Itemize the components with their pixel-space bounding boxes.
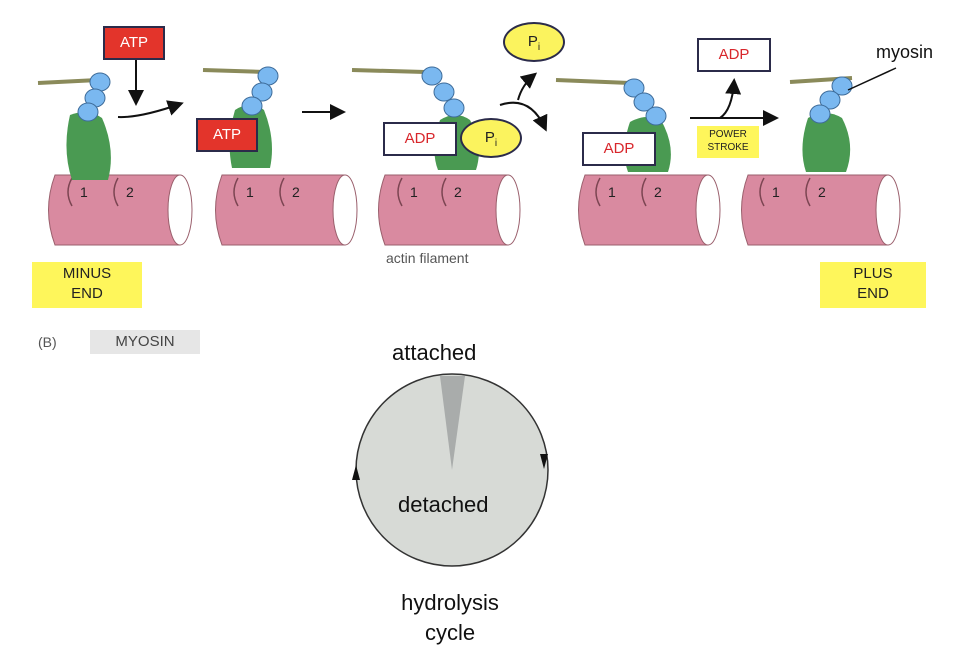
- actin-filament-5: [741, 174, 901, 246]
- actin-filament-4: [578, 174, 721, 246]
- pi-subscript: i: [537, 42, 541, 53]
- minus-end-line2: END: [71, 285, 103, 302]
- subunit-label: 2: [818, 184, 826, 200]
- minus-end-line1: MINUS: [62, 265, 112, 282]
- plus-end-line2: END: [857, 285, 889, 302]
- detached-label: detached: [398, 492, 489, 517]
- actin-filament-2: [215, 174, 358, 246]
- subunit-label: 2: [454, 184, 462, 200]
- plus-end-label: PLUS END: [820, 262, 926, 308]
- adp-release-arrow: [690, 78, 779, 126]
- cycle-arrow-right-icon: [540, 454, 548, 469]
- plus-end-line1: PLUS: [853, 265, 893, 282]
- pi-label-released: Pi: [503, 22, 565, 62]
- adp-label-state3: ADP: [383, 122, 457, 156]
- actin-filament-1: [48, 174, 193, 246]
- hydrolysis-cycle-circle: [352, 373, 549, 567]
- pi-letter: P: [527, 33, 538, 50]
- power-stroke-line2: STROKE: [707, 142, 749, 153]
- actin-subunit-numbers: 1 2 1 2 1 2 1 2 1 2: [80, 184, 826, 200]
- subunit-label: 1: [80, 184, 88, 200]
- subunit-label: 1: [772, 184, 780, 200]
- subunit-label: 2: [292, 184, 300, 200]
- hydrolysis-line2: cycle: [424, 620, 476, 645]
- minus-end-label: MINUS END: [32, 262, 142, 308]
- pi-release-arrow: [499, 72, 548, 132]
- power-stroke-label: POWER STROKE: [697, 126, 759, 158]
- panel-title: MYOSIN: [90, 330, 200, 354]
- hydrolysis-cycle-label: hydrolysis cycle: [380, 588, 520, 648]
- pi-subscript: i: [494, 138, 498, 149]
- atp-label-bound: ATP: [196, 118, 258, 152]
- subunit-label: 1: [246, 184, 254, 200]
- power-stroke-line1: POWER: [709, 129, 747, 140]
- myosin-head-1: [37, 72, 111, 180]
- attached-label: attached: [392, 340, 477, 365]
- actin-filament-3: [378, 174, 521, 246]
- subunit-label: 1: [608, 184, 616, 200]
- cycle-arrow-left-icon: [352, 465, 360, 480]
- subunit-label: 2: [654, 184, 662, 200]
- pi-label-state3: Pi: [460, 118, 522, 158]
- atp-binding-arrow: [117, 55, 184, 119]
- adp-label-released: ADP: [697, 38, 771, 72]
- myosin-pointer-line: [847, 67, 897, 91]
- subunit-label: 2: [126, 184, 134, 200]
- myosin-label: myosin: [876, 42, 934, 62]
- actin-filament-label: actin filament: [386, 250, 469, 266]
- myosin-head-5: [789, 76, 853, 172]
- hydrolysis-line1: hydrolysis: [401, 590, 499, 615]
- atp-label-top: ATP: [103, 26, 165, 60]
- adp-label-state4: ADP: [582, 132, 656, 166]
- subunit-label: 1: [410, 184, 418, 200]
- pi-letter: P: [484, 129, 495, 146]
- panel-letter: (B): [38, 334, 57, 350]
